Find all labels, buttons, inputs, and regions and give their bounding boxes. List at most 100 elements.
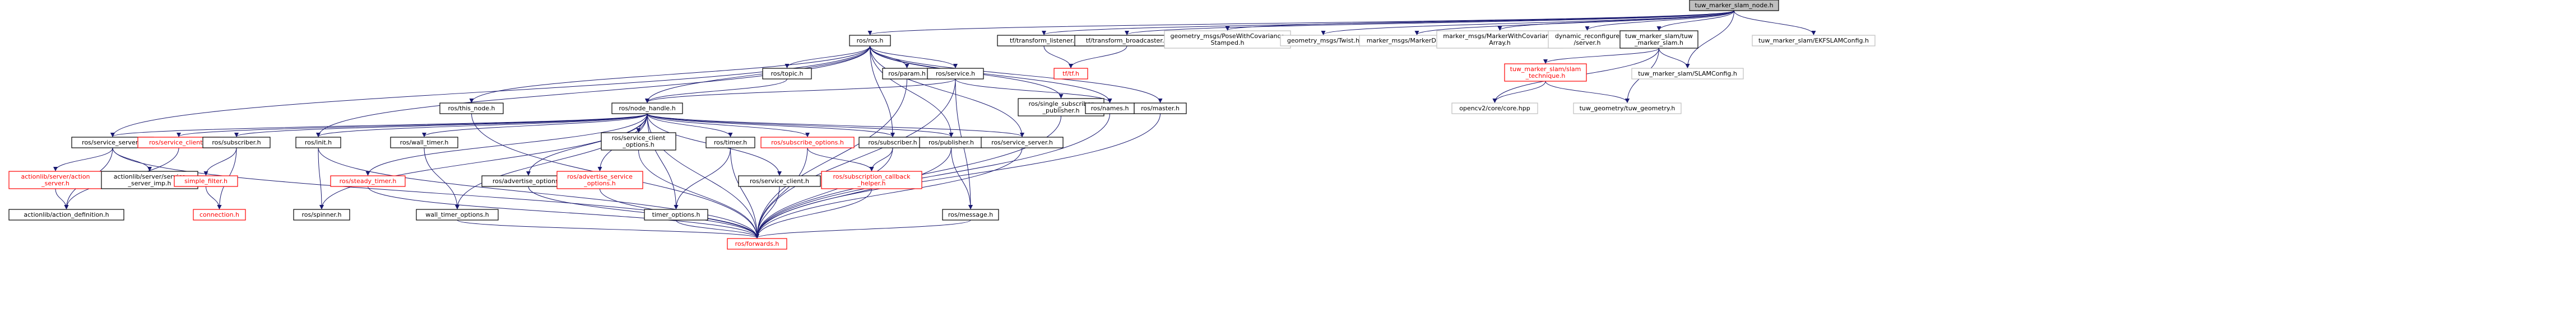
node-label: ros/spinner.h	[302, 211, 342, 218]
node-connection[interactable]: connection.h	[193, 209, 246, 221]
node-geo-posecov[interactable]: geometry_msgs/PoseWithCovarianceStamped.…	[1164, 30, 1291, 49]
node-box	[174, 175, 238, 187]
node-ros-subscriber-b[interactable]: ros/subscriber.h	[858, 137, 927, 148]
node-label: _options.h	[583, 180, 616, 187]
edge-root-to-dyn_server	[1585, 10, 1734, 31]
node-ros-master[interactable]: ros/master.h	[1134, 102, 1187, 114]
node-actionlib-server[interactable]: actionlib/server/action_server.h	[8, 171, 103, 189]
node-label: ros/subscription_callback	[833, 173, 911, 180]
node-ros-names[interactable]: ros/names.h	[1085, 102, 1135, 114]
node-ros-subscribe-opts[interactable]: ros/subscribe_options.h	[760, 137, 855, 148]
node-label: ros/param.h	[888, 70, 926, 77]
edge-ros_ros-to-ros_this_node	[469, 45, 870, 103]
edge-ros_publisher-to-ros_message	[951, 147, 973, 209]
node-ros-subscriber-a[interactable]: ros/subscriber.h	[202, 137, 271, 148]
node-label: ros/ros.h	[857, 37, 884, 44]
node-ros-single-sub-pub[interactable]: ros/single_subscriber_publisher.h	[1018, 98, 1104, 116]
node-tuw-geometry[interactable]: tuw_geometry/tuw_geometry.h	[1573, 102, 1682, 114]
node-box	[416, 209, 499, 221]
node-ros-publisher[interactable]: ros/publisher.h	[919, 137, 983, 148]
node-actionlib-service-imp[interactable]: actionlib/server/service_server_imp.h	[101, 171, 198, 189]
edge-ros_subscriber_b-to-ros_forwards	[755, 147, 893, 239]
edge-ros_names-to-ros_forwards	[755, 113, 1110, 239]
edge-ros_subscriber_b-to-ros_sub_callback_helper	[869, 147, 893, 171]
edge-timer_opts-to-ros_forwards	[676, 219, 759, 239]
node-ros-wall-timer[interactable]: ros/wall_timer.h	[390, 137, 458, 148]
node-label: ros/subscriber.h	[868, 139, 917, 146]
node-ros-node-handle[interactable]: ros/node_handle.h	[611, 102, 683, 114]
node-geo-twist[interactable]: geometry_msgs/Twist.h	[1280, 35, 1367, 46]
node-box	[202, 137, 271, 148]
node-ros-steady-timer[interactable]: ros/steady_timer.h	[330, 175, 406, 187]
node-wall-timer-opts[interactable]: wall_timer_options.h	[416, 209, 499, 221]
node-ros-service-server-b[interactable]: ros/service_server.h	[981, 137, 1064, 148]
edge-ros_service_client_opts-to-ros_forwards	[638, 150, 759, 239]
edge-ros_node_handle-to-wall_timer_opts	[455, 113, 648, 209]
node-box	[760, 137, 855, 148]
node-label: ros/service.h	[936, 70, 975, 77]
edge-ros_service-to-ros_node_handle	[645, 78, 956, 103]
node-slam-technique[interactable]: tuw_marker_slam/slam_technique.h	[1504, 63, 1587, 82]
node-timer-opts[interactable]: timer_options.h	[644, 209, 708, 221]
node-ros-param[interactable]: ros/param.h	[882, 68, 932, 80]
node-ros-ros[interactable]: ros/ros.h	[849, 35, 891, 46]
node-ros-topic[interactable]: ros/topic.h	[762, 68, 812, 80]
node-label: ros/service_server.h	[82, 139, 143, 146]
edge-ros_service_server_a-to-actionlib_service_imp	[112, 147, 152, 171]
node-dyn-server[interactable]: dynamic_reconfigure/server.h	[1548, 30, 1627, 49]
node-label: ros/service_client	[612, 134, 666, 142]
node-tf-listener[interactable]: tf/transform_listener.h	[997, 35, 1091, 46]
node-ros-service-server-a[interactable]: ros/service_server.h	[71, 137, 154, 148]
node-ros-this-node[interactable]: ros/this_node.h	[439, 102, 504, 114]
node-ros-spinner[interactable]: ros/spinner.h	[293, 209, 350, 221]
edge-ros_service-to-ros_forwards	[755, 78, 956, 239]
node-tuw-slam[interactable]: tuw_marker_slam/tuw_marker_slam.h	[1619, 30, 1698, 49]
node-slam-config[interactable]: tuw_marker_slam/SLAMConfig.h	[1631, 68, 1744, 80]
node-box	[193, 209, 246, 221]
node-ros-timer[interactable]: ros/timer.h	[706, 137, 755, 148]
node-simple-filter[interactable]: simple_filter.h	[174, 175, 238, 187]
node-root[interactable]: tuw_marker_slam_node.h	[1689, 0, 1779, 11]
node-ros-service-client-opts[interactable]: ros/service_client_options.h	[601, 132, 676, 151]
node-box	[727, 238, 787, 250]
node-label: opencv2/core/core.hpp	[1459, 105, 1530, 112]
node-label: ros/this_node.h	[448, 105, 495, 112]
node-box	[927, 68, 984, 80]
node-label: actionlib/server/service	[114, 173, 186, 180]
node-opencv-core[interactable]: opencv2/core/core.hpp	[1451, 102, 1538, 114]
edge-ros_ros-to-ros_service_server_a	[110, 45, 870, 137]
edge-ros_advertise_opts-to-ros_forwards	[528, 186, 759, 239]
node-box	[821, 171, 922, 189]
node-box	[1164, 30, 1291, 49]
node-label: Array.h	[1489, 39, 1511, 46]
node-ros-forwards[interactable]: ros/forwards.h	[727, 238, 787, 250]
node-ros-init[interactable]: ros/init.h	[295, 137, 341, 148]
node-tf-broadcaster[interactable]: tf/transform_broadcaster.h	[1074, 35, 1180, 46]
node-label: _options.h	[622, 141, 655, 148]
edge-ros_service_server_a-to-actionlib_server	[53, 147, 113, 171]
node-box	[644, 209, 708, 221]
node-ros-message[interactable]: ros/message.h	[942, 209, 999, 221]
edge-ros_service_client-to-ros_forwards	[755, 186, 780, 239]
node-ros-service[interactable]: ros/service.h	[927, 68, 984, 80]
edge-ros_node_handle-to-ros_steady_timer	[365, 113, 648, 176]
node-label: ros/master.h	[1141, 105, 1180, 112]
node-label: ros/advertise_options.h	[493, 177, 564, 185]
node-box	[1436, 30, 1563, 49]
node-ekf-config[interactable]: tuw_marker_slam/EKFSLAMConfig.h	[1752, 35, 1876, 46]
node-tf-tf[interactable]: tf/tf.h	[1053, 68, 1088, 80]
edge-ros_node_handle-to-ros_wall_timer	[422, 113, 648, 137]
node-box	[1573, 102, 1682, 114]
node-label: actionlib/action_definition.h	[24, 211, 109, 218]
edge-ros_ros-to-ros_service_server_b	[870, 45, 1024, 137]
node-ros-advertise-service-opts[interactable]: ros/advertise_service_options.h	[556, 171, 643, 189]
edge-ros_node_handle-to-ros_subscriber_a	[234, 113, 648, 137]
node-box	[293, 209, 350, 221]
edge-root-to-tuw_slam	[1656, 10, 1734, 31]
edge-root-to-geo_posecov	[1225, 10, 1734, 31]
node-ros-service-client[interactable]: ros/service_client.h	[738, 175, 821, 187]
node-ros-sub-callback-helper[interactable]: ros/subscription_callback_helper.h	[821, 171, 922, 189]
node-actionlib-action-def[interactable]: actionlib/action_definition.h	[8, 209, 124, 221]
edge-ros_init-to-ros_spinner	[318, 147, 324, 209]
